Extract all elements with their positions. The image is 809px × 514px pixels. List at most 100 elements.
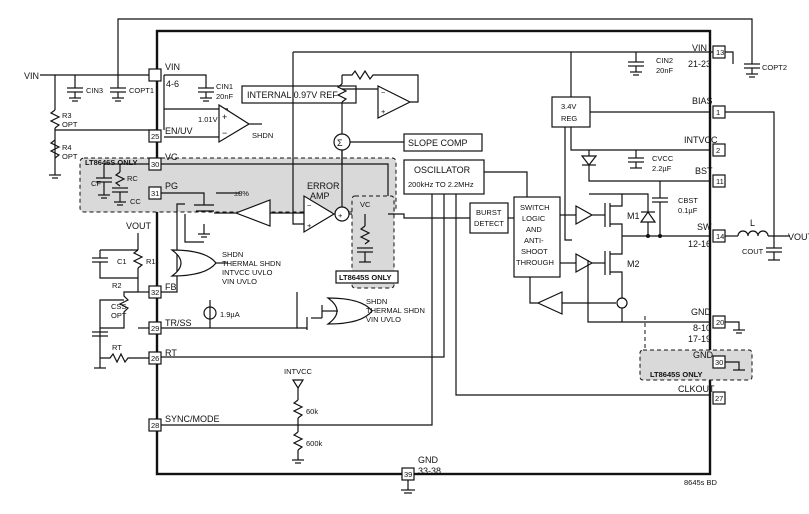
copt1-label: COPT1 xyxy=(129,86,154,95)
rt-label: RT xyxy=(112,343,122,352)
cin1-value: 20nF xyxy=(216,92,234,101)
r4-opt: OPT xyxy=(62,152,78,161)
sw-logic-6: THROUGH xyxy=(516,258,554,267)
pin-27: 27 xyxy=(715,394,723,403)
m2-label: M2 xyxy=(627,259,640,269)
intvcc-bottom-label: INTVCC xyxy=(284,367,313,376)
error-amp-label-2: AMP xyxy=(310,191,330,201)
internal-ref-block xyxy=(241,85,357,104)
cin3-label: CIN3 xyxy=(86,86,103,95)
sw-nums: 12-16 xyxy=(688,239,711,249)
pin-39: 39 xyxy=(404,470,412,479)
cin2-label: CIN2 xyxy=(656,56,673,65)
reg-label-1: 3.4V xyxy=(561,102,576,111)
r600k-label: 600k xyxy=(306,439,323,448)
gnd-label: GND xyxy=(691,307,712,317)
copt2-label: COPT2 xyxy=(762,63,787,72)
sw-label: SW xyxy=(697,222,712,232)
chip-outline xyxy=(155,29,712,476)
pin-14: 14 xyxy=(716,232,724,241)
shdn-list2-1: THERMAL SHDN xyxy=(366,306,425,315)
rt-pin-label: RT xyxy=(165,348,177,358)
en-uv-label: EN/UV xyxy=(165,126,193,136)
cvcc-value: 2.2µF xyxy=(652,164,672,173)
en-comparator xyxy=(218,103,251,144)
sw-logic-4: ANTI- xyxy=(524,236,544,245)
pin-26: 26 xyxy=(151,354,159,363)
error-amp xyxy=(303,194,336,234)
lt8645s-only-label-2: LT8645S ONLY xyxy=(650,370,703,379)
cf-label: CF xyxy=(91,179,101,188)
pin-25: 25 xyxy=(151,132,159,141)
cin1-capacitor xyxy=(198,87,214,102)
css-opt: OPT xyxy=(111,311,127,320)
cout-label: COUT xyxy=(742,247,764,256)
lt8645s-only-label-1: LT8645S ONLY xyxy=(339,273,392,282)
intvcc-label: INTVCC xyxy=(684,135,718,145)
inductor-l xyxy=(737,230,769,237)
r3-opt: OPT xyxy=(62,120,78,129)
copt2-capacitor xyxy=(744,63,760,78)
m1-label: M1 xyxy=(627,211,640,221)
oscillator-block xyxy=(403,159,485,195)
sw-logic-2: LOGIC xyxy=(522,214,546,223)
sw-logic-5: SHOOT xyxy=(521,247,548,256)
vc2-label: VC xyxy=(360,200,371,209)
pg-label: PG xyxy=(165,181,178,191)
m1-driver xyxy=(575,204,594,226)
shdn-list-0: SHDN xyxy=(222,250,243,259)
c1-label: C1 xyxy=(117,257,127,266)
burst-label-1: BURST xyxy=(476,208,502,217)
copt1-capacitor xyxy=(110,87,126,102)
error-amp-label-1: ERROR xyxy=(307,181,340,191)
vout-left-label: VOUT xyxy=(126,221,152,231)
sync-mode-label: SYNC/MODE xyxy=(165,414,220,424)
cin2-value: 20nF xyxy=(656,66,674,75)
svg-text:−: − xyxy=(222,128,227,138)
pin-31: 31 xyxy=(151,189,159,198)
svg-text:+: + xyxy=(222,112,227,122)
shdn-list2-0: SHDN xyxy=(366,297,387,306)
pin-2: 2 xyxy=(716,146,720,155)
gnd-nums-2: 17-19 xyxy=(688,334,711,344)
switch-logic-block xyxy=(513,196,561,278)
sw-logic-3: AND xyxy=(526,225,542,234)
cbst-value: 0.1µF xyxy=(678,206,698,215)
pin-20: 20 xyxy=(716,318,724,327)
cvcc-label: CVCC xyxy=(652,154,674,163)
r3-resistor xyxy=(49,109,61,129)
r4-resistor xyxy=(49,139,61,159)
top-opamp xyxy=(377,85,412,119)
tr-ss-label: TR/SS xyxy=(165,318,192,328)
pin-29: 29 xyxy=(151,324,159,333)
r1-label: R1 xyxy=(146,257,156,266)
pin-32: 32 xyxy=(151,288,159,297)
pin-30: 30 xyxy=(151,160,159,169)
shdn-label: SHDN xyxy=(252,131,273,140)
sense-node xyxy=(616,297,628,309)
r4-label: R4 xyxy=(62,143,72,152)
svg-text:+: + xyxy=(381,107,386,116)
bst-label: BST xyxy=(695,166,713,176)
shdn-list-2: INTVCC UVLO xyxy=(222,268,273,277)
burst-label-2: DETECT xyxy=(474,219,504,228)
oscillator-label: OSCILLATOR xyxy=(414,165,471,175)
pin-28: 28 xyxy=(151,421,159,430)
pin-1: 1 xyxy=(716,108,720,117)
m1-body-diode xyxy=(639,210,657,223)
lt8646s-only-label: LT8646S ONLY xyxy=(85,158,138,167)
l-label: L xyxy=(750,218,755,228)
slope-comp-label: SLOPE COMP xyxy=(408,138,468,148)
current-sense-amp xyxy=(536,291,563,315)
fb-label: FB xyxy=(165,282,177,292)
gnd2-label: GND xyxy=(693,350,714,360)
lt8645s-only-region-1 xyxy=(351,195,395,289)
shdn-list2-2: VIN UVLO xyxy=(366,315,401,324)
pin-30b: 30 xyxy=(715,358,723,367)
v101-label: 1.01V xyxy=(198,115,218,124)
figure-id: 8645s BD xyxy=(684,478,718,487)
vc-label: VC xyxy=(165,152,178,162)
svg-text:Σ: Σ xyxy=(337,138,343,148)
vin-left-label: VIN xyxy=(24,71,39,81)
